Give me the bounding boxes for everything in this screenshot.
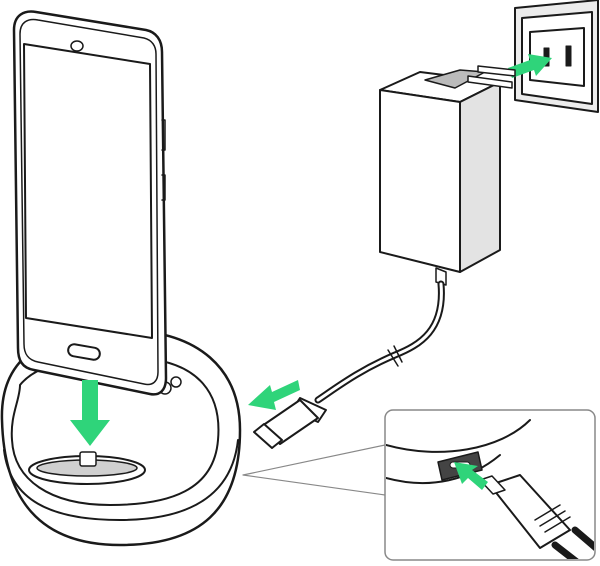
insert-arrow-icon (70, 380, 110, 446)
smartphone-icon (12, 10, 168, 396)
dock-connector (79, 451, 97, 467)
plug-in-arrow-icon (508, 54, 552, 78)
zoom-lines (242, 444, 386, 496)
ac-adapter-icon (379, 65, 516, 286)
home-button (67, 343, 101, 361)
inset-arrow-icon (454, 462, 488, 490)
inset-detail (384, 409, 596, 561)
charging-cradle-icon (0, 328, 242, 547)
phone-screen (23, 43, 153, 339)
usb-c-plug-icon (253, 397, 327, 449)
connect-arrow-icon (248, 380, 300, 410)
wall-outlet-icon (514, 0, 599, 113)
usb-cable (314, 280, 445, 404)
